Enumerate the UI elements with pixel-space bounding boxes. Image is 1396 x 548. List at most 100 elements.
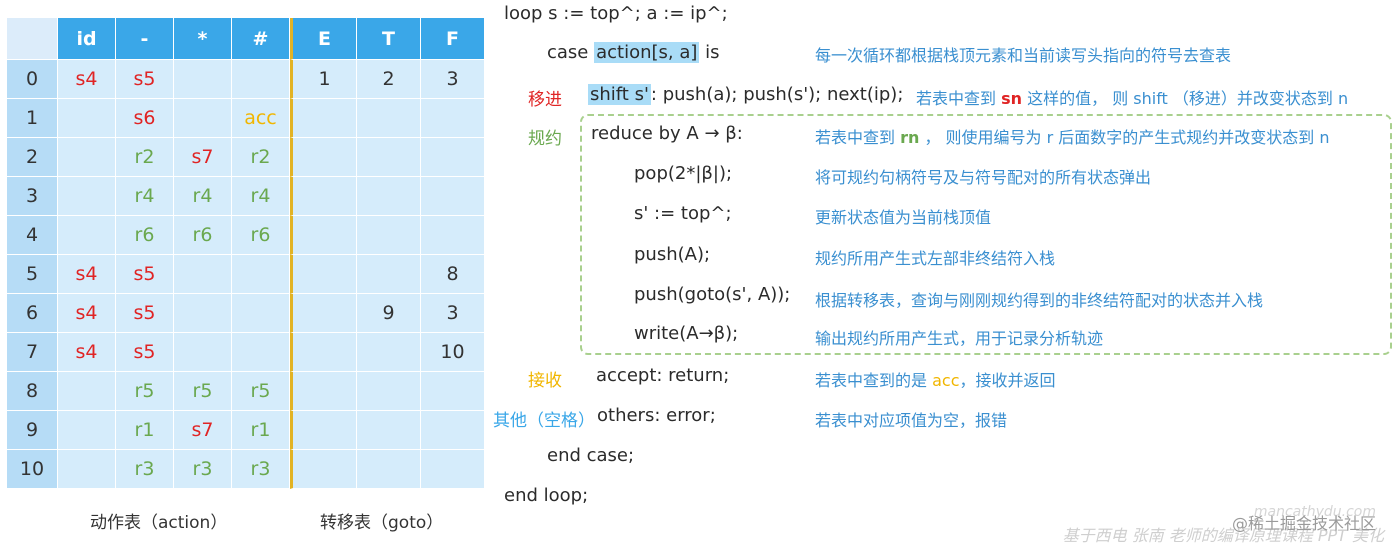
header-cell: F: [421, 18, 485, 60]
code-line-pushgoto: push(goto(s', A));: [634, 284, 791, 305]
state-cell: 10: [7, 450, 58, 489]
code-line-endloop: end loop;: [504, 485, 589, 506]
note-write: 输出规约所用产生式，用于记录分析轨迹: [815, 329, 1104, 348]
note-shift-n: n: [1338, 89, 1349, 108]
action-cell: [174, 99, 232, 138]
code-line-pop: pop(2*|β|);: [634, 163, 733, 184]
goto-cell: 2: [357, 60, 421, 99]
goto-cell: [290, 138, 357, 177]
tag-others: 其他（空格）: [493, 411, 595, 431]
code-line-others: others: error;: [597, 405, 716, 426]
note-reduce: 若表中查到 rn ， 则使用编号为 r 后面数字的产生式规约并改变状态到 n: [815, 124, 1330, 148]
action-cell: [174, 333, 232, 372]
code-line-loop: loop s := top^; a := ip^;: [504, 3, 728, 24]
code-line-sassign: s' := top^;: [634, 203, 732, 224]
note-reduce-b: ， 则使用编号为 r 后面数字的产生式规约并改变状态到: [919, 128, 1320, 147]
tag-reduce: 规约: [528, 129, 562, 149]
goto-cell: [290, 216, 357, 255]
action-cell: [174, 255, 232, 294]
action-cell: r3: [174, 450, 232, 489]
state-cell: 3: [7, 177, 58, 216]
watermark-site: mancathydu.com: [1253, 504, 1376, 520]
note-accept-a: 若表中查到的是: [815, 371, 933, 390]
goto-cell: 3: [421, 294, 485, 333]
action-cell: [58, 216, 116, 255]
code-line-pusha: push(A);: [634, 244, 711, 265]
goto-cell: 9: [357, 294, 421, 333]
action-cell: r2: [232, 138, 290, 177]
action-cell: [174, 60, 232, 99]
goto-cell: 1: [290, 60, 357, 99]
note-accept: 若表中查到的是 acc，接收并返回: [815, 367, 1056, 391]
table-corner: [7, 18, 58, 60]
action-cell: [58, 450, 116, 489]
action-cell: [58, 411, 116, 450]
note-accept-b: ，接收并返回: [959, 371, 1056, 390]
watermark-credit: 基于西电 张南 老师的编译原理课程 PPT 美化: [1062, 526, 1384, 545]
goto-cell: [357, 372, 421, 411]
action-cell: s7: [174, 411, 232, 450]
goto-cell: [357, 216, 421, 255]
action-cell: r5: [232, 372, 290, 411]
goto-cell: [357, 177, 421, 216]
action-cell: r1: [232, 411, 290, 450]
code-case-prefix: case: [547, 42, 595, 63]
note-pusha: 规约所用产生式左部非终结符入栈: [815, 249, 1056, 268]
code-shift-highlight: shift s': [588, 84, 651, 105]
action-cell: r5: [174, 372, 232, 411]
action-cell: s4: [58, 333, 116, 372]
state-cell: 8: [7, 372, 58, 411]
action-cell: [58, 99, 116, 138]
action-cell: r4: [116, 177, 174, 216]
goto-cell: 8: [421, 255, 485, 294]
tag-shift: 移进: [528, 90, 562, 110]
goto-cell: [290, 294, 357, 333]
action-cell: s4: [58, 255, 116, 294]
goto-cell: [421, 138, 485, 177]
action-cell: r5: [116, 372, 174, 411]
state-cell: 2: [7, 138, 58, 177]
action-cell: [232, 294, 290, 333]
state-cell: 0: [7, 60, 58, 99]
watermark-juejin: @稀土掘金技术社区: [1231, 514, 1376, 533]
code-line-case: case action[s, a] is: [547, 42, 720, 63]
note-shift-a: 若表中查到: [916, 89, 1002, 108]
state-cell: 7: [7, 333, 58, 372]
goto-cell: [421, 216, 485, 255]
code-case-highlight: action[s, a]: [594, 42, 700, 63]
action-cell: [58, 138, 116, 177]
action-cell: r6: [174, 216, 232, 255]
goto-cell: [357, 138, 421, 177]
goto-cell: [290, 372, 357, 411]
action-cell: [58, 372, 116, 411]
action-cell: r6: [232, 216, 290, 255]
action-cell: r1: [116, 411, 174, 450]
action-cell: [232, 60, 290, 99]
action-table-caption: 动作表（action）: [90, 513, 228, 533]
code-line-reduce: reduce by A → β:: [591, 123, 743, 144]
goto-table-caption: 转移表（goto）: [320, 513, 444, 533]
code-case-suffix: is: [699, 42, 720, 63]
action-cell: s5: [116, 333, 174, 372]
goto-cell: [421, 177, 485, 216]
action-cell: r2: [116, 138, 174, 177]
action-cell: [232, 255, 290, 294]
action-cell: s7: [174, 138, 232, 177]
goto-cell: [421, 450, 485, 489]
note-shift-sn: sn: [1001, 89, 1023, 108]
goto-cell: [290, 99, 357, 138]
goto-cell: 10: [421, 333, 485, 372]
note-pushgoto: 根据转移表，查询与刚刚规约得到的非终结符配对的状态并入栈: [815, 291, 1264, 310]
reduce-block-frame: [580, 114, 1392, 355]
state-cell: 5: [7, 255, 58, 294]
action-cell: r3: [232, 450, 290, 489]
table-header-row: id - * # E T F: [7, 18, 485, 60]
